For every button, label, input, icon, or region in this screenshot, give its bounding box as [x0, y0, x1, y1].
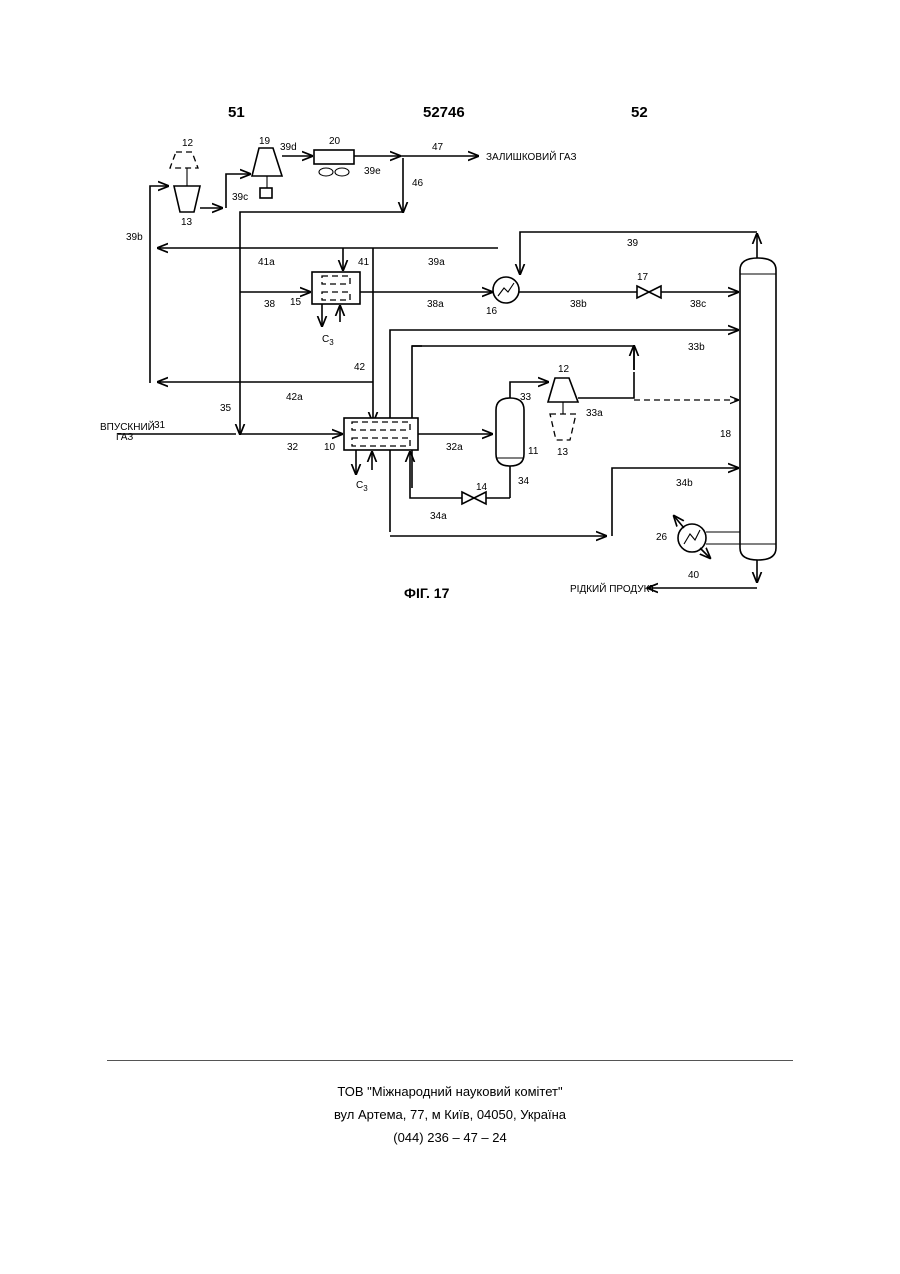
label-47: 47 [432, 142, 444, 153]
heat-exchanger-10 [344, 418, 418, 474]
label-39a: 39a [428, 257, 445, 268]
footer-company: ТОВ "Міжнародний науковий комітет" [0, 1084, 900, 1099]
valve-17 [637, 286, 661, 298]
label-39b: 39b [126, 232, 143, 243]
label-46: 46 [412, 178, 424, 189]
residue-gas-label: ЗАЛИШКОВИЙ ГАЗ [486, 150, 577, 163]
label-12-top: 12 [182, 138, 194, 149]
label-32a: 32a [446, 442, 463, 453]
label-33a: 33a [586, 408, 603, 419]
label-15: 15 [290, 297, 302, 308]
label-35: 35 [220, 403, 232, 414]
distillation-column-18 [740, 258, 776, 560]
valve-14 [462, 492, 486, 504]
label-39d: 39d [280, 142, 297, 153]
reboiler-26 [674, 516, 710, 558]
heat-exchanger-16 [493, 277, 519, 303]
label-26: 26 [656, 532, 668, 543]
liquid-product-label: РІДКИЙ ПРОДУКТ [570, 582, 656, 595]
label-38c: 38c [690, 299, 706, 310]
process-flow-diagram: 12 13 19 20 39d 39e 39c 47 46 ЗАЛИШКОВИЙ… [0, 0, 900, 620]
label-41: 41 [358, 257, 370, 268]
label-33: 33 [520, 392, 532, 403]
label-39e: 39e [364, 166, 381, 177]
label-39c: 39c [232, 192, 248, 203]
label-31: 31 [154, 420, 166, 431]
heat-exchanger-15 [312, 272, 360, 326]
compressor-19 [252, 148, 282, 198]
label-17: 17 [637, 272, 649, 283]
label-34b: 34b [676, 478, 693, 489]
label-13-top: 13 [181, 217, 193, 228]
label-39: 39 [627, 238, 639, 249]
label-34: 34 [518, 476, 530, 487]
label-40: 40 [688, 570, 700, 581]
label-18: 18 [720, 429, 732, 440]
label-42a: 42a [286, 392, 303, 403]
label-16: 16 [486, 306, 498, 317]
label-11: 11 [528, 446, 539, 457]
footer-phone: (044) 236 – 47 – 24 [0, 1130, 900, 1145]
figure-caption: ФІГ. 17 [404, 585, 450, 601]
label-c3-lower: C3 [356, 480, 368, 493]
label-33b: 33b [688, 342, 705, 353]
label-38: 38 [264, 299, 276, 310]
label-42: 42 [354, 362, 366, 373]
inlet-gas-label-line2: ГАЗ [116, 432, 133, 443]
expander-13-top [170, 152, 200, 212]
footer-divider [107, 1060, 793, 1061]
label-38b: 38b [570, 299, 587, 310]
footer-address: вул Артема, 77, м Київ, 04050, Україна [0, 1107, 900, 1122]
label-c3-upper: C3 [322, 334, 334, 347]
cooler-20 [314, 150, 354, 176]
label-41a: 41a [258, 257, 275, 268]
label-14: 14 [476, 482, 488, 493]
label-34a: 34a [430, 511, 447, 522]
label-13: 13 [557, 447, 569, 458]
expander-12 [548, 378, 578, 440]
separator-11 [496, 398, 524, 466]
label-10: 10 [324, 442, 336, 453]
label-20: 20 [329, 136, 341, 147]
label-12: 12 [558, 364, 570, 375]
label-32: 32 [287, 442, 299, 453]
label-19: 19 [259, 136, 271, 147]
label-38a: 38a [427, 299, 444, 310]
